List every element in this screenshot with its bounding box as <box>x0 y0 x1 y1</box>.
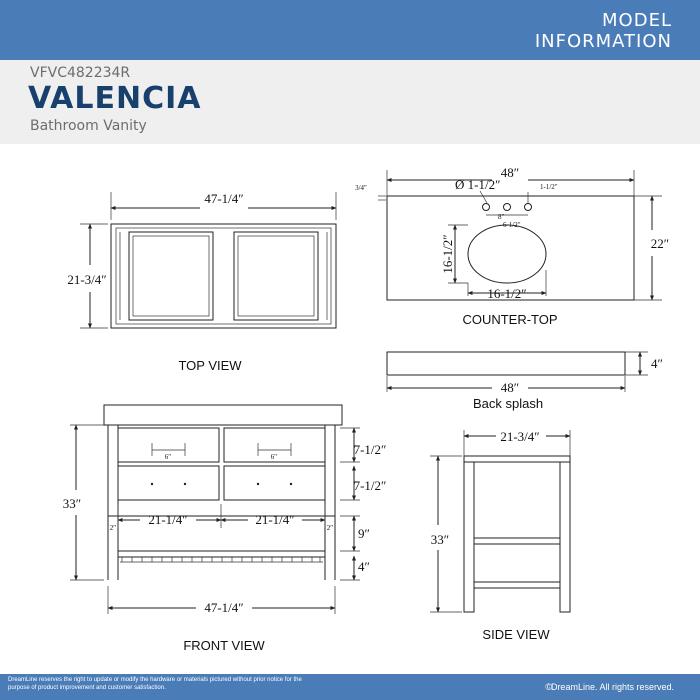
back-splash-height-label: 4″ <box>651 356 663 371</box>
side-view-height-label: 33″ <box>431 532 449 547</box>
counter-top-view: 48″ 3/4″ Ø 1-1/2″ 1-1/2″ 8″ 6-1/2″ 16-1/… <box>355 165 669 327</box>
product-type: Bathroom Vanity <box>30 118 147 134</box>
product-name: VALENCIA <box>28 81 202 116</box>
heading-line-1: MODEL <box>602 10 672 31</box>
bottom-shelf <box>117 550 326 558</box>
bay-left-width-label: 21-1/4″ <box>148 512 187 527</box>
technical-drawing: 47-1/4″ 21-3/4″ TOP VIEW 48″ 3/4″ Ø 1-1/… <box>63 165 669 653</box>
model-number: VFVC482234R <box>30 65 131 81</box>
counter-top-thickness-label: 3/4″ <box>355 184 367 192</box>
header-bar <box>0 0 700 60</box>
open-space-height-label: 9″ <box>358 526 370 541</box>
side-view-countertop <box>463 455 571 463</box>
top-view-outline <box>110 223 337 329</box>
sink-height-label: 16-1/2″ <box>440 234 455 273</box>
handle-right-label: 6″ <box>271 453 278 461</box>
side-view-leg-front <box>463 461 475 613</box>
side-view-caption: SIDE VIEW <box>482 627 550 642</box>
drawer-upper-right <box>223 427 326 463</box>
side-view-depth-label: 21-3/4″ <box>500 429 539 444</box>
bay-right-width-label: 21-1/4″ <box>255 512 294 527</box>
disclaimer-text: DreamLine reserves the right to update o… <box>8 677 302 691</box>
top-view: 47-1/4″ 21-3/4″ TOP VIEW <box>67 191 337 373</box>
hole-to-sink-label: 6-1/2″ <box>503 221 521 229</box>
front-view-height-label: 33″ <box>63 496 81 511</box>
side-left-label: 2″ <box>110 524 117 532</box>
front-view-width-label: 47-1/4″ <box>204 600 243 615</box>
side-right-label: 2″ <box>327 524 334 532</box>
faucet-hole-left <box>482 203 490 211</box>
top-view-door-right <box>233 231 319 321</box>
faucet-hole-right <box>524 203 532 211</box>
counter-top-caption: COUNTER-TOP <box>462 312 557 327</box>
sink-basin <box>467 224 547 284</box>
faucet-hole-diameter-label: Ø 1-1/2″ <box>455 177 501 192</box>
heading-line-2: INFORMATION <box>534 31 672 52</box>
drawer-lower-height-label: 7-1/2″ <box>354 478 387 493</box>
sink-width-label: 16-1/2″ <box>487 286 526 301</box>
copyright-icon: © <box>545 682 552 692</box>
back-splash-width-label: 48″ <box>501 380 519 395</box>
drawer-lower-right <box>223 465 326 501</box>
side-view-leg-back <box>559 461 571 613</box>
drawer-upper-height-label: 7-1/2″ <box>354 442 387 457</box>
top-view-door-left <box>128 231 214 321</box>
back-splash-outline <box>386 351 626 376</box>
front-view: 6″ 6″ 21-1/4″ 21-1/4″ 2″ 2″ <box>63 404 387 653</box>
back-splash-caption: Back splash <box>473 396 543 411</box>
counter-top-outline <box>386 195 635 301</box>
hole-offset-label: 1-1/2″ <box>540 183 558 191</box>
copyright-text: DreamLine. All rights reserved. <box>550 682 674 692</box>
top-view-depth-label: 21-3/4″ <box>67 272 106 287</box>
front-view-caption: FRONT VIEW <box>183 638 265 653</box>
faucet-spread-label: 8″ <box>498 213 505 221</box>
drawer-upper-left <box>117 427 220 463</box>
footer-bar <box>0 674 700 700</box>
top-view-caption: TOP VIEW <box>178 358 242 373</box>
side-view: 21-3/4″ 33″ SIDE VIEW <box>430 429 571 642</box>
drawer-lower-left <box>117 465 220 501</box>
model-information-heading: MODEL INFORMATION <box>535 10 672 52</box>
front-view-countertop <box>103 404 343 426</box>
counter-top-depth-label: 22″ <box>651 236 669 251</box>
counter-top-width-label: 48″ <box>501 165 519 180</box>
title-band <box>0 60 700 144</box>
faucet-hole-center <box>503 203 511 211</box>
back-splash-view: 4″ 48″ Back splash <box>386 351 663 411</box>
top-view-width-label: 47-1/4″ <box>204 191 243 206</box>
bottom-height-label: 4″ <box>358 559 370 574</box>
handle-left-label: 6″ <box>165 453 172 461</box>
